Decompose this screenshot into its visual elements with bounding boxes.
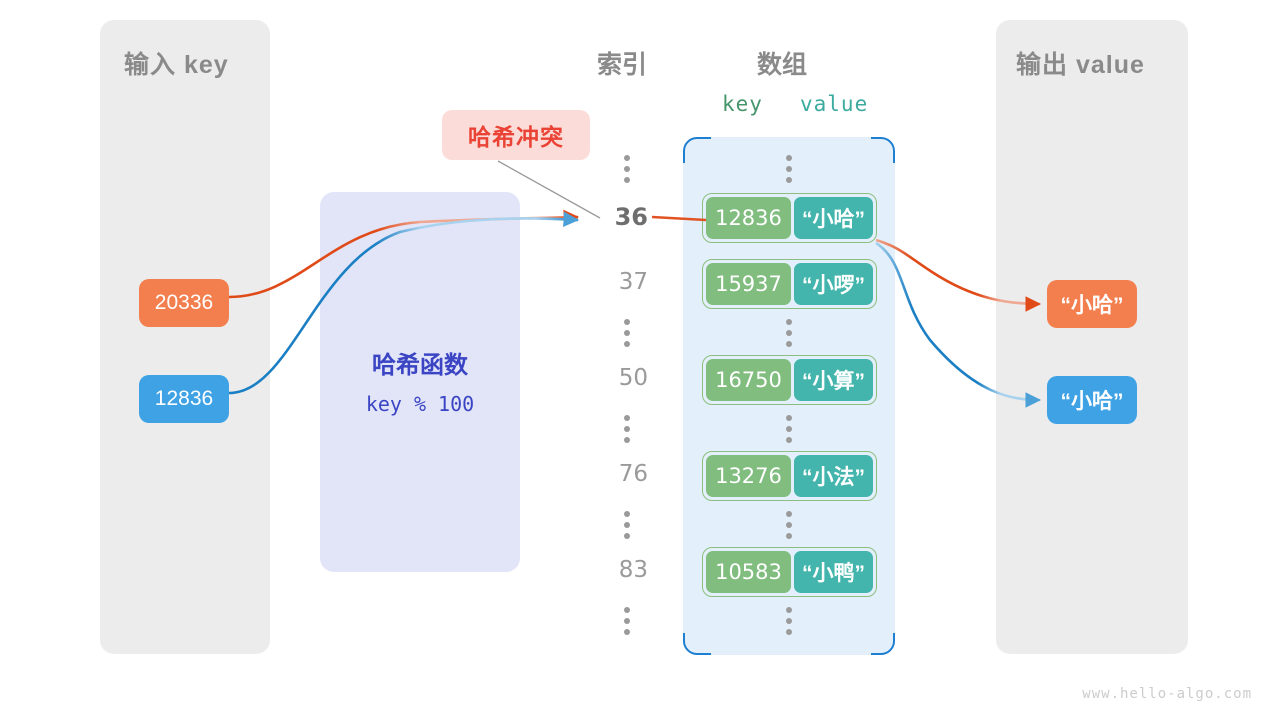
value-cell: “小啰” <box>793 263 873 305</box>
hash-function-name: 哈希函数 <box>372 352 468 379</box>
output-value-chip-2: “小哈” <box>1047 376 1137 424</box>
value-column-header: value <box>800 92 869 116</box>
index-label: 36 <box>614 203 648 231</box>
index-ellipsis <box>624 319 630 347</box>
index-ellipsis <box>624 155 630 183</box>
table-row: 15937“小啰” <box>702 259 877 309</box>
input-key-chip-1: 20336 <box>139 279 229 327</box>
array-ellipsis <box>786 415 792 443</box>
index-label: 76 <box>618 461 648 487</box>
index-ellipsis <box>624 607 630 635</box>
index-label: 37 <box>618 269 648 295</box>
array-column-title: 数组 <box>757 51 808 79</box>
array-ellipsis <box>786 319 792 347</box>
key-cell: 10583 <box>706 551 791 593</box>
key-cell: 16750 <box>706 359 791 401</box>
index-label: 50 <box>618 365 648 391</box>
value-cell: “小哈” <box>793 197 873 239</box>
array-ellipsis <box>786 511 792 539</box>
watermark: www.hello-algo.com <box>1082 686 1252 702</box>
value-cell: “小法” <box>793 455 873 497</box>
table-row: 10583“小鸭” <box>702 547 877 597</box>
array-edge-bottom <box>711 653 871 655</box>
array-ellipsis <box>786 607 792 635</box>
index-ellipsis <box>624 511 630 539</box>
input-panel-title: 输入 key <box>124 51 229 79</box>
input-panel <box>100 20 270 654</box>
table-row: 16750“小算” <box>702 355 877 405</box>
hash-collision-badge: 哈希冲突 <box>442 110 590 160</box>
array-edge-top <box>711 137 871 139</box>
table-row: 12836“小哈” <box>702 193 877 243</box>
input-key-chip-2: 12836 <box>139 375 229 423</box>
table-row: 13276“小法” <box>702 451 877 501</box>
value-cell: “小鸭” <box>793 551 873 593</box>
key-cell: 12836 <box>706 197 791 239</box>
key-cell: 13276 <box>706 455 791 497</box>
output-panel-title: 输出 value <box>1016 51 1145 79</box>
value-cell: “小算” <box>793 359 873 401</box>
key-column-header: key <box>722 92 763 116</box>
output-panel <box>996 20 1188 654</box>
index-label: 83 <box>618 557 648 583</box>
index-column-title: 索引 <box>597 51 648 79</box>
array-ellipsis <box>786 155 792 183</box>
hash-function-box <box>320 192 520 572</box>
output-value-chip-1: “小哈” <box>1047 280 1137 328</box>
key-cell: 15937 <box>706 263 791 305</box>
hash-function-expression: key % 100 <box>365 392 475 416</box>
index-ellipsis <box>624 415 630 443</box>
